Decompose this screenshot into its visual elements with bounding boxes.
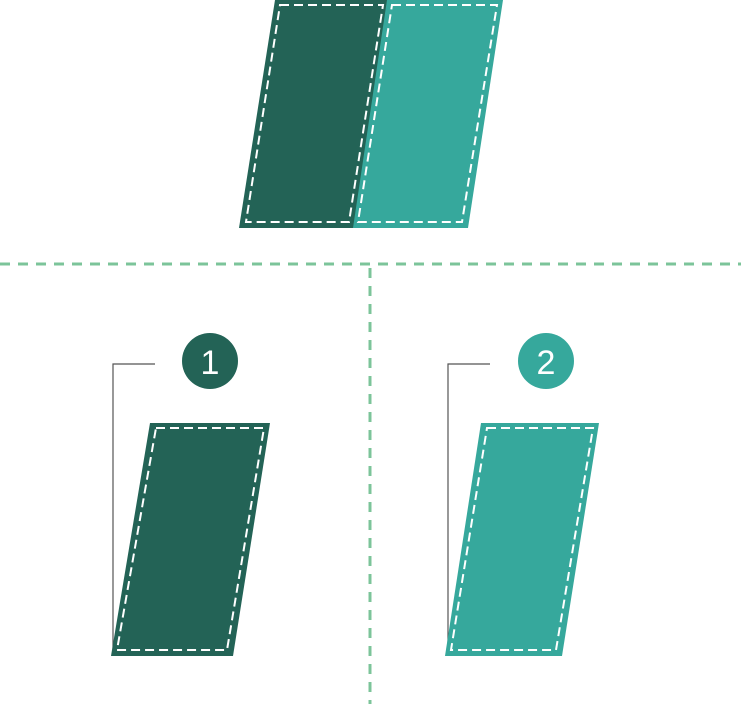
marker-1-label: 1: [201, 344, 220, 382]
marker-1-circle: [182, 333, 238, 389]
panel-2-shape: [445, 423, 599, 656]
marker-2-label: 2: [537, 344, 556, 382]
marker-2-circle: [518, 333, 574, 389]
panel-1-group: 1: [111, 333, 270, 656]
top-light-panel-stitch: [356, 4, 499, 223]
panel-2-stitch: [449, 427, 595, 651]
combined-panels-group: [239, 0, 503, 228]
top-light-panel: [353, 0, 503, 228]
panel-1-stitch: [115, 427, 266, 651]
panel-2-group: 2: [445, 333, 599, 656]
panel-1-shape: [111, 423, 270, 656]
leader-line-2: [447, 363, 490, 654]
top-dark-panel-stitch: [244, 4, 385, 223]
top-dark-panel: [239, 0, 390, 228]
leader-line-1: [112, 363, 155, 654]
